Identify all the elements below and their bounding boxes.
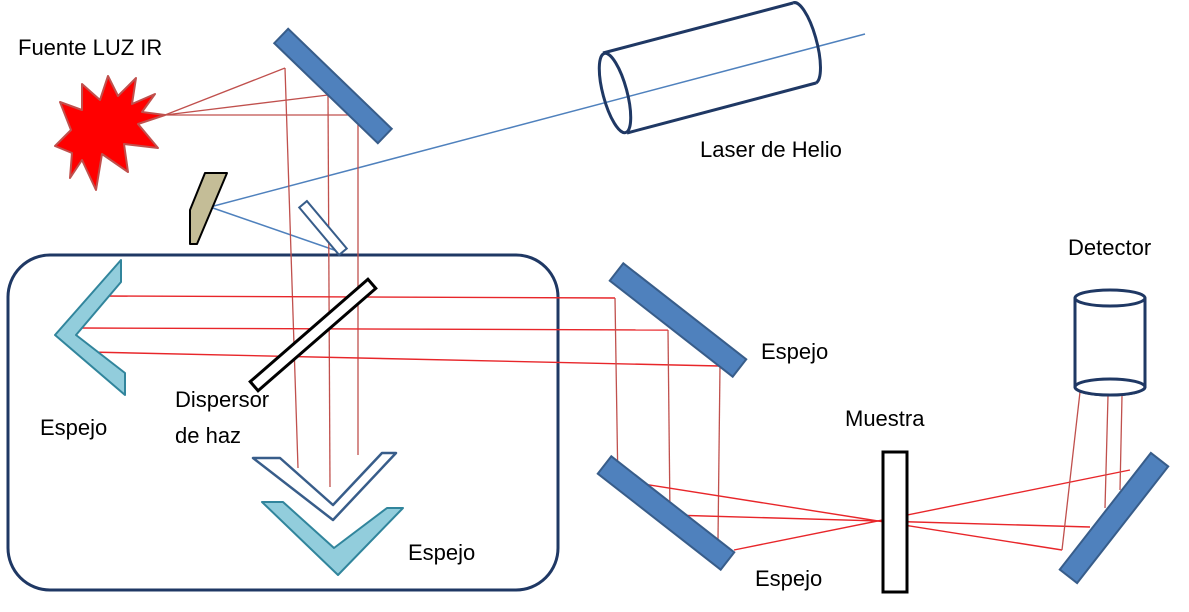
laser-beam [209,33,866,253]
left-mirror [54,259,126,396]
bottom-mirror [261,501,404,576]
sample-label: Muestra [845,406,925,431]
lower-mirror-label: Espejo [755,566,822,591]
beam-splitter [248,277,378,393]
bottom-mirror-label: Espejo [408,540,475,565]
beam-splitter-label-line1: Dispersor [175,387,269,412]
right-lower-mirror [596,454,736,572]
right-upper-mirror [608,261,748,379]
right-mirror-label: Espejo [761,339,828,364]
beam-splitter-label-line2: de haz [175,423,241,448]
detector-beams [1061,391,1123,551]
ir-source-label: Fuente LUZ IR [18,35,162,60]
bottom-mirror-outline [251,451,398,522]
helium-laser [597,1,822,135]
detector-label: Detector [1068,235,1151,260]
ir-source-rays [164,67,359,488]
laser-window [297,199,349,257]
sample-beams [617,469,1131,551]
ir-beams [77,295,721,367]
detector-mirror [1058,451,1170,585]
left-mirror-label: Espejo [40,415,107,440]
detector-icon [1073,288,1147,397]
laser-label: Laser de Helio [700,137,842,162]
vertical-beams [614,297,721,541]
top-mirror [272,27,394,145]
pickoff-mirror [189,172,228,245]
interferometer-enclosure [6,253,560,592]
sample-holder [881,450,909,594]
ir-source-star-icon [54,75,166,191]
